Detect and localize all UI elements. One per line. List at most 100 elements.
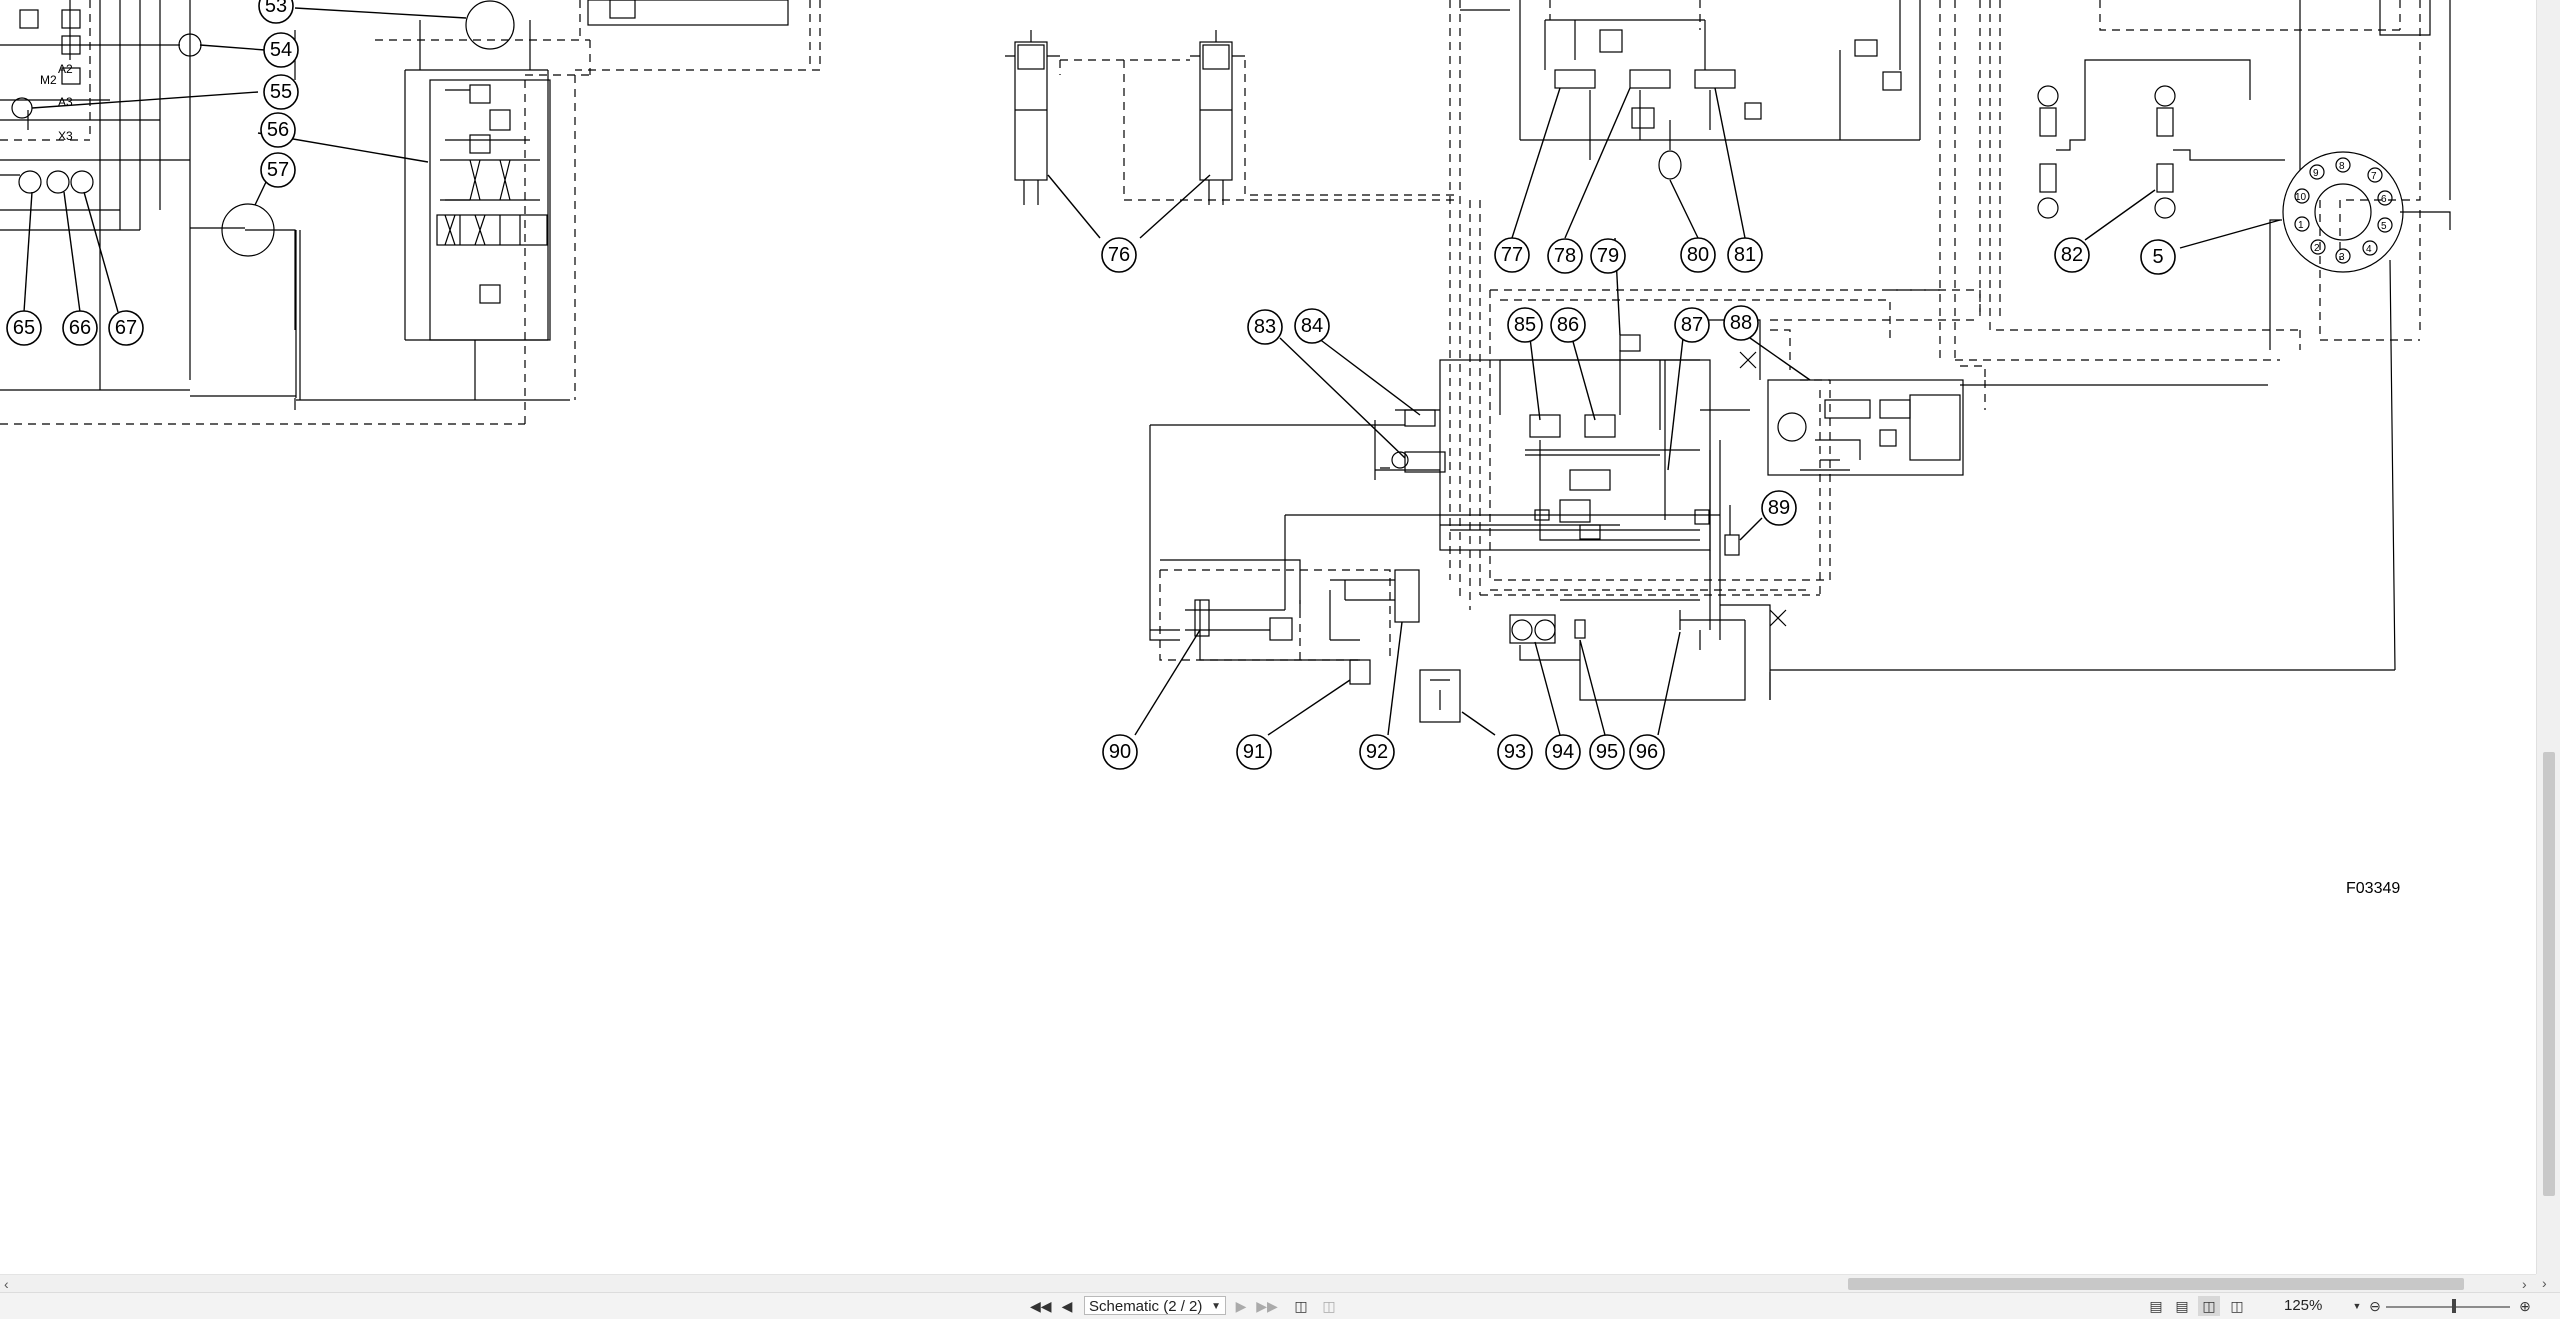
callout-81: 81 (1727, 237, 1763, 273)
callout-76: 76 (1101, 237, 1137, 273)
svg-text:65: 65 (13, 317, 35, 339)
callout-5: 5 (2140, 239, 2176, 275)
component-89 (1724, 505, 1740, 556)
pump-block-88 (1700, 319, 1964, 476)
callout-67: 67 (108, 310, 144, 346)
scroll-right-arrow-icon[interactable]: › (2522, 1276, 2527, 1292)
callout-96: 96 (1629, 734, 1665, 770)
last-page-icon[interactable]: ▶▶ (1256, 1298, 1278, 1314)
spring-actuators-82 (2037, 0, 2451, 219)
svg-text:M2: M2 (40, 73, 57, 87)
central-control-block (1374, 334, 1771, 700)
horizontal-scrollbar[interactable]: ‹ › (0, 1274, 2536, 1293)
page-selector[interactable]: Schematic (2 / 2) ▼ (1084, 1296, 1226, 1315)
chevron-down-icon: ▼ (1211, 1301, 1221, 1312)
callout-group-bottom: 90 91 92 93 94 95 96 (1102, 734, 1665, 770)
svg-text:8: 8 (2339, 161, 2345, 172)
scroll-left-arrow-icon[interactable]: ‹ (4, 1276, 9, 1292)
delete-page-icon[interactable]: ◫ (1322, 1298, 1336, 1314)
svg-text:86: 86 (1557, 314, 1579, 336)
zoom-in-icon[interactable]: ⊕ (2519, 1298, 2531, 1314)
scroll-corner: › (2536, 1274, 2560, 1292)
svg-text:79: 79 (1597, 245, 1619, 267)
left-components (11, 0, 789, 257)
svg-text:92: 92 (1366, 741, 1388, 763)
svg-text:9: 9 (2313, 168, 2319, 179)
svg-text:67: 67 (115, 317, 137, 339)
svg-text:91: 91 (1243, 741, 1265, 763)
svg-text:95: 95 (1596, 741, 1618, 763)
page-indicator-text: Schematic (2 / 2) (1089, 1298, 1203, 1315)
callout-55: 55 (263, 74, 299, 110)
vertical-scrollbar[interactable] (2536, 0, 2560, 1274)
svg-text:3: 3 (2339, 252, 2345, 263)
svg-text:94: 94 (1552, 741, 1574, 763)
svg-text:76: 76 (1108, 244, 1130, 266)
svg-text:77: 77 (1501, 244, 1523, 266)
callout-94: 94 (1545, 734, 1581, 770)
svg-text:87: 87 (1681, 314, 1703, 336)
left-dashed-boundary (0, 0, 821, 425)
callout-65: 65 (6, 310, 42, 346)
callout-54: 54 (263, 32, 299, 68)
continuous-view-icon[interactable]: ▤ (2175, 1298, 2189, 1314)
book-view-icon[interactable]: ◫ (2230, 1298, 2244, 1314)
leader-lines (23, 7, 2281, 736)
zoom-slider-thumb[interactable] (2452, 1299, 2457, 1313)
next-page-icon[interactable]: ▶ (1235, 1298, 1247, 1314)
document-page: 53 54 55 56 57 65 66 67 76 77 78 79 80 8… (0, 0, 2451, 897)
hydraulic-schematic: 53 54 55 56 57 65 66 67 76 77 78 79 80 8… (0, 0, 2451, 770)
svg-text:6: 6 (2381, 194, 2387, 205)
vertical-scroll-thumb[interactable] (2543, 752, 2555, 1196)
callout-92: 92 (1359, 734, 1395, 770)
svg-text:82: 82 (2061, 244, 2083, 266)
callout-95: 95 (1589, 734, 1625, 770)
svg-text:5: 5 (2381, 221, 2387, 232)
callout-85: 85 (1507, 307, 1543, 343)
callout-group-mid: 76 77 78 79 80 81 (1101, 237, 1763, 274)
callout-89: 89 (1761, 490, 1797, 526)
callout-66: 66 (62, 310, 98, 346)
callout-56: 56 (260, 112, 296, 148)
svg-text:4: 4 (2366, 244, 2372, 255)
valve-stack-56 (429, 79, 551, 341)
svg-text:10: 10 (2295, 192, 2307, 203)
status-bar: ◀◀ ◀ Schematic (2 / 2) ▼ ▶ ▶▶ ◫ ◫ ▤ ▤ ◫ … (0, 1292, 2560, 1319)
cross-marks (1739, 351, 1787, 627)
valve-block-77-81 (1460, 0, 1921, 180)
first-page-icon[interactable]: ◀◀ (1030, 1298, 1052, 1314)
svg-text:88: 88 (1730, 312, 1752, 334)
svg-text:5: 5 (2152, 246, 2163, 268)
svg-text:54: 54 (270, 39, 292, 61)
svg-text:7: 7 (2371, 171, 2377, 182)
svg-text:90: 90 (1109, 741, 1131, 763)
callout-77: 77 (1494, 237, 1530, 273)
callout-86: 86 (1550, 307, 1586, 343)
svg-text:81: 81 (1734, 244, 1756, 266)
callout-80: 80 (1680, 237, 1716, 273)
two-page-view-icon[interactable]: ◫ (2198, 1296, 2220, 1316)
insert-page-icon[interactable]: ◫ (1294, 1298, 1308, 1314)
previous-page-icon[interactable]: ◀ (1061, 1298, 1073, 1314)
svg-text:85: 85 (1514, 314, 1536, 336)
callout-group-left: 53 54 55 56 57 65 66 67 (6, 0, 299, 346)
zoom-menu-chevron-icon[interactable]: ▼ (2352, 1301, 2362, 1311)
scroll-right-end-arrow-icon[interactable]: › (2542, 1275, 2547, 1291)
single-page-view-icon[interactable]: ▤ (2149, 1298, 2163, 1314)
callout-57: 57 (260, 152, 296, 188)
zoom-level[interactable]: 125% (2284, 1297, 2323, 1314)
cylinders-76 (1005, 30, 1245, 205)
svg-text:56: 56 (267, 119, 289, 141)
bottom-components (1150, 559, 1746, 723)
svg-text:55: 55 (270, 81, 292, 103)
figure-id-label: F03349 (2346, 880, 2401, 897)
svg-text:78: 78 (1554, 245, 1576, 267)
horizontal-scroll-thumb[interactable] (1848, 1278, 2464, 1290)
zoom-out-icon[interactable]: ⊖ (2369, 1298, 2381, 1314)
svg-text:2: 2 (2314, 243, 2320, 254)
callout-93: 93 (1497, 734, 1533, 770)
callout-82: 82 (2054, 237, 2090, 273)
callout-87: 87 (1674, 307, 1710, 343)
callout-78: 78 (1547, 238, 1583, 274)
zoom-slider[interactable] (2386, 1306, 2510, 1308)
